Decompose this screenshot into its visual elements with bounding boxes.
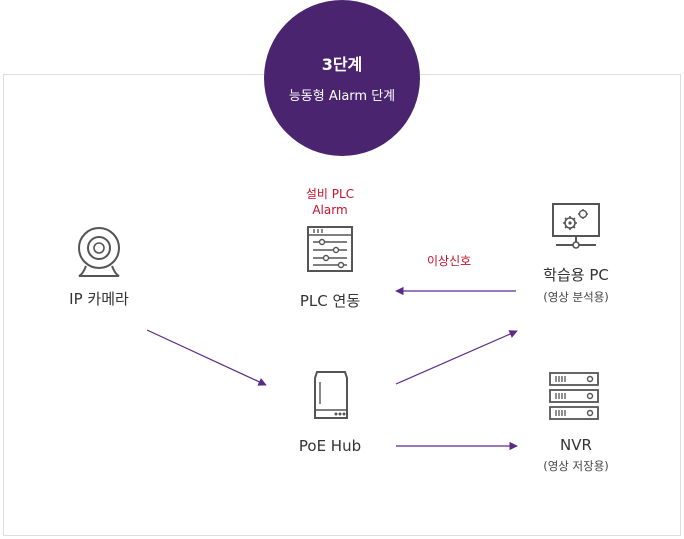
plc-alarm-label: 설비 PLC Alarm bbox=[290, 186, 370, 218]
camera-node: IP 카메라 bbox=[46, 288, 152, 309]
nvr-node: NVR (영상 저장용) bbox=[518, 436, 634, 474]
control-panel-icon bbox=[307, 226, 353, 272]
plc-alarm-line1: 설비 PLC bbox=[305, 187, 355, 201]
server-rack-icon bbox=[549, 372, 599, 420]
stage-name: 능동형 Alarm 단계 bbox=[288, 88, 396, 104]
stage-badge: 3단계 능동형 Alarm 단계 bbox=[264, 0, 420, 156]
camera-label: IP 카메라 bbox=[69, 290, 129, 308]
webcam-icon bbox=[78, 227, 120, 277]
stage-step: 3단계 bbox=[321, 54, 363, 74]
arrow-camera-to-hub bbox=[146, 329, 267, 386]
plc-node: PLC 연동 bbox=[270, 290, 390, 311]
pc-node: 학습용 PC (영상 분석용) bbox=[518, 264, 634, 305]
nvr-label: NVR bbox=[560, 436, 592, 454]
monitor-gears-icon bbox=[552, 203, 600, 249]
arrow-hub-to-pc bbox=[395, 330, 518, 385]
plc-alarm-line2: Alarm bbox=[312, 203, 348, 217]
network-hub-icon bbox=[314, 371, 348, 419]
plc-label: PLC 연동 bbox=[299, 292, 361, 310]
hub-label: PoE Hub bbox=[298, 437, 362, 455]
signal-label: 이상신호 bbox=[427, 254, 472, 268]
pc-label: 학습용 PC bbox=[543, 266, 609, 284]
nvr-sub: (영상 저장용) bbox=[543, 459, 609, 473]
hub-node: PoE Hub bbox=[270, 437, 390, 455]
pc-sub: (영상 분석용) bbox=[543, 290, 609, 304]
